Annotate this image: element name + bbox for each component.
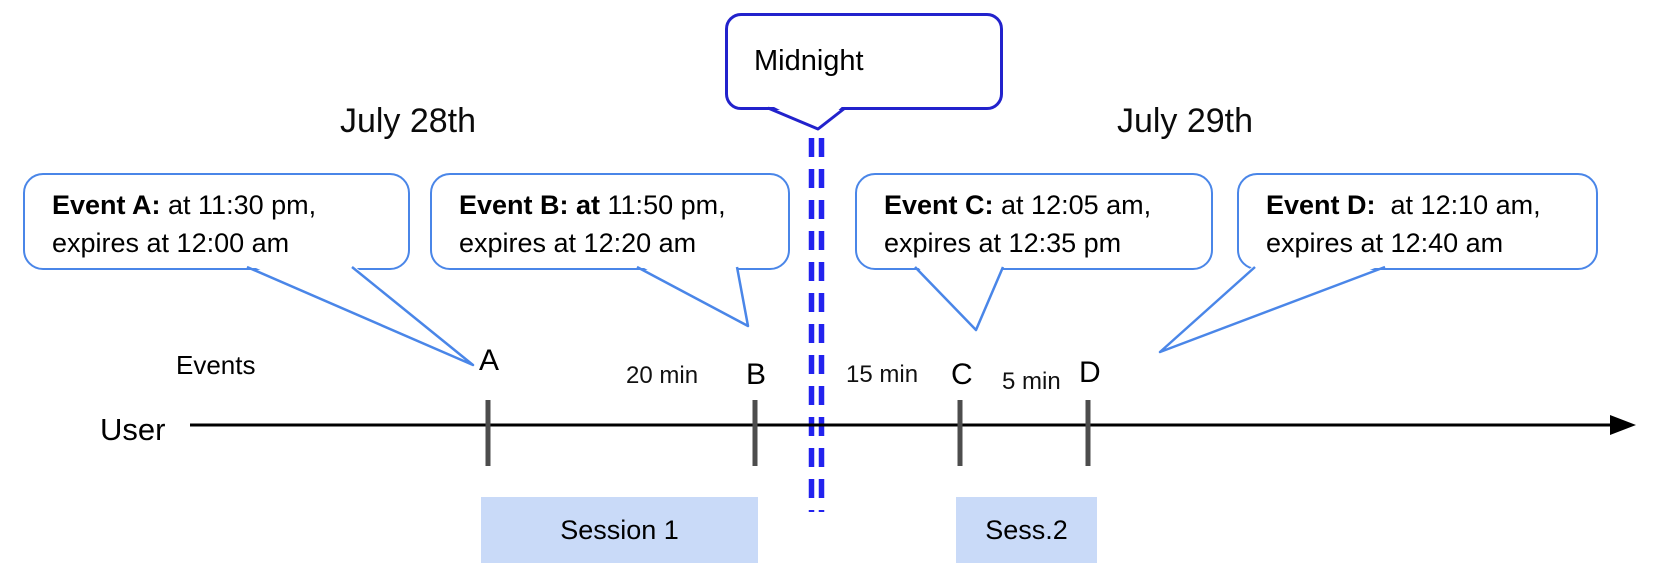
- event-a-callout-tail-stroke: [246, 265, 475, 367]
- midnight-label: Midnight: [754, 45, 864, 77]
- tick-label-a: A: [479, 344, 500, 377]
- user-axis-label: User: [100, 412, 166, 447]
- event-b-callout-tail: [637, 264, 748, 326]
- event-a-callout: Event A: at 11:30 pm, expires at 12:00 a…: [23, 173, 410, 270]
- event-c-callout-tail: [915, 264, 1003, 330]
- event-d-callout-tail: [1160, 264, 1385, 352]
- events-row-label: Events: [176, 350, 256, 380]
- event-a-line2: expires at 12:00 am: [52, 228, 290, 258]
- event-c-callout: Event C: at 12:05 am, expires at 12:35 p…: [855, 173, 1213, 270]
- tick-label-b: B: [746, 358, 767, 391]
- event-b-title: Event B: at: [459, 190, 601, 220]
- event-c-title: Event C:: [884, 190, 994, 220]
- event-b-callout: Event B: at 11:50 pm, expires at 12:20 a…: [430, 173, 790, 270]
- session-2-box: Sess.2: [956, 497, 1097, 563]
- event-c-line1: Event C: at 12:05 am,: [884, 186, 1191, 224]
- event-d-line2: expires at 12:40 am: [1266, 228, 1504, 258]
- event-b-line1: Event B: at 11:50 pm,: [459, 186, 768, 224]
- session-1-label: Session 1: [560, 514, 679, 545]
- event-d-time: at 12:10 am,: [1375, 190, 1541, 220]
- event-d-title: Event D:: [1266, 190, 1376, 220]
- event-d-line1: Event D: at 12:10 am,: [1266, 186, 1576, 224]
- midnight-callout-tail-stroke: [767, 106, 846, 131]
- event-a-title: Event A:: [52, 190, 161, 220]
- interval-label-5min: 5 min: [1002, 368, 1061, 395]
- event-a-line1: Event A: at 11:30 pm,: [52, 186, 388, 224]
- session-2-label: Sess.2: [985, 514, 1068, 545]
- midnight-callout: Midnight: [725, 13, 1003, 110]
- event-c-line2: expires at 12:35 pm: [884, 228, 1122, 258]
- event-a-time: at 11:30 pm,: [160, 190, 317, 220]
- event-d-callout-tail-stroke: [1158, 265, 1386, 354]
- event-c-callout-tail-stroke: [914, 266, 1005, 332]
- interval-label-20min: 20 min: [626, 362, 699, 389]
- interval-label-15min: 15 min: [846, 361, 919, 388]
- date-label-july-29: July 29th: [1116, 102, 1254, 140]
- event-a-callout-tail: [247, 264, 473, 365]
- event-b-time: 11:50 pm,: [600, 190, 726, 220]
- event-c-time: at 12:05 am,: [993, 190, 1152, 220]
- timeline-arrowhead-icon: [1610, 415, 1636, 435]
- event-b-line2: expires at 12:20 am: [459, 228, 697, 258]
- tick-label-d: D: [1079, 356, 1101, 389]
- tick-label-c: C: [951, 358, 973, 391]
- event-d-callout: Event D: at 12:10 am, expires at 12:40 a…: [1237, 173, 1598, 270]
- event-b-callout-tail-stroke: [636, 265, 750, 328]
- date-label-july-28: July 28th: [339, 102, 477, 140]
- session-1-box: Session 1: [481, 497, 758, 563]
